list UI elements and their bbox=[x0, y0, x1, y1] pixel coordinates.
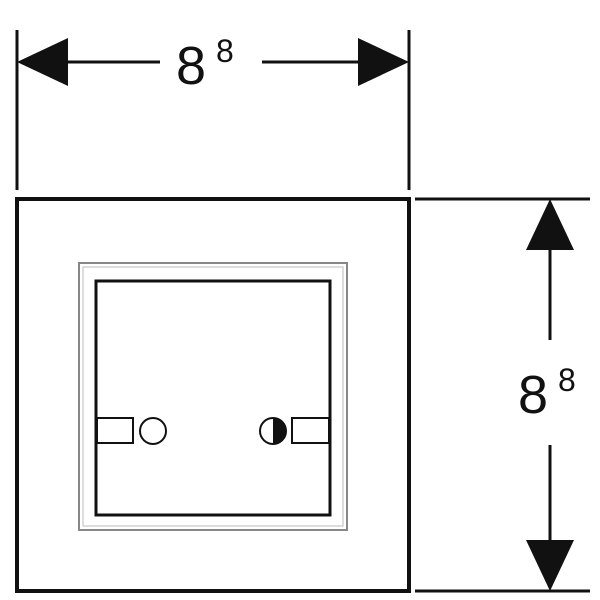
inner-frame-outer bbox=[78, 262, 348, 531]
arrow-right-icon bbox=[358, 38, 409, 86]
button-area bbox=[94, 279, 332, 517]
height-superscript: 8 bbox=[558, 362, 576, 398]
width-value: 8 bbox=[176, 36, 206, 96]
arrow-left-icon bbox=[17, 38, 68, 86]
width-superscript: 8 bbox=[216, 33, 234, 69]
left-slot bbox=[96, 417, 134, 444]
height-value: 8 bbox=[518, 365, 548, 425]
empty-circle-icon bbox=[139, 417, 167, 445]
right-slot bbox=[291, 417, 330, 444]
half-filled-circle-icon bbox=[259, 417, 287, 445]
outer-plate bbox=[15, 197, 411, 593]
height-dimension: 8 8 bbox=[415, 197, 590, 593]
arrow-up-icon bbox=[526, 199, 574, 250]
arrow-down-icon bbox=[526, 540, 574, 591]
width-dimension: 8 8 bbox=[15, 30, 411, 190]
inner-frame-inner bbox=[82, 266, 344, 527]
